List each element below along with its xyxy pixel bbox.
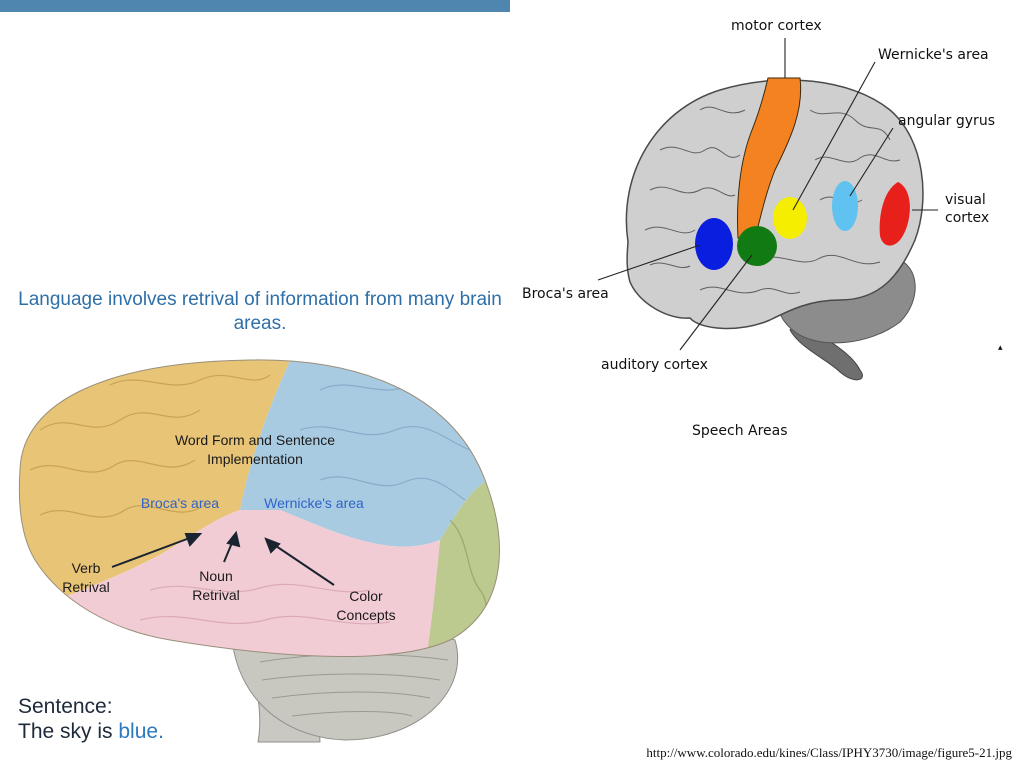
label-color-concepts: Color Concepts [336,588,396,623]
sentence-body: The sky is blue. [18,719,164,744]
visual-cortex-region [879,182,910,246]
label-noun-retrival: Noun Retrival [192,568,240,603]
label-auditory-cortex: auditory cortex [601,357,708,373]
language-brain-figure: Language involves retrival of informatio… [18,289,502,744]
label-wernicke-area-right: Wernicke's area [878,47,989,63]
label-motor-cortex: motor cortex [731,18,822,34]
leader-lines [597,38,938,351]
brain-outline-right [625,79,924,330]
label-visual-cortex: visual cortex [945,192,990,227]
speech-areas-figure: motor cortex Wernicke's area angular gyr… [522,18,1003,381]
left-figure-title: Language involves retrival of informatio… [18,289,502,334]
colored-brain-illustration [18,359,500,743]
left-arrows [111,530,335,586]
speech-areas-brain [597,38,938,381]
sentence-prefix: The sky is [18,720,113,744]
label-broca-area-right: Broca's area [522,286,609,302]
speech-areas-caption: Speech Areas [692,423,788,439]
frontal-lobe [19,359,300,620]
example-sentence: Sentence: The sky is blue. [18,694,164,744]
label-verb-retrival: Verb Retrival [62,560,110,595]
wernicke-area-region [773,197,807,239]
broca-area-region [695,218,733,270]
sentence-highlight: blue. [118,720,164,744]
label-word-form: Word Form and Sentence Implementation [174,432,336,467]
label-broca-area: Broca's area [140,495,220,511]
stray-mark: ▴ [998,343,1003,353]
label-angular-gyrus: angular gyrus [898,113,995,129]
label-wernicke-area: Wernicke's area [264,495,364,511]
cerebellum-folds [259,653,449,717]
sentence-heading: Sentence: [18,695,113,718]
auditory-cortex-region [737,226,777,266]
brain-outline [18,359,500,657]
sulci-texture [644,106,901,294]
top-accent-bar [0,0,510,12]
source-url-text: http://www.colorado.edu/kines/Class/IPHY… [646,745,1012,760]
